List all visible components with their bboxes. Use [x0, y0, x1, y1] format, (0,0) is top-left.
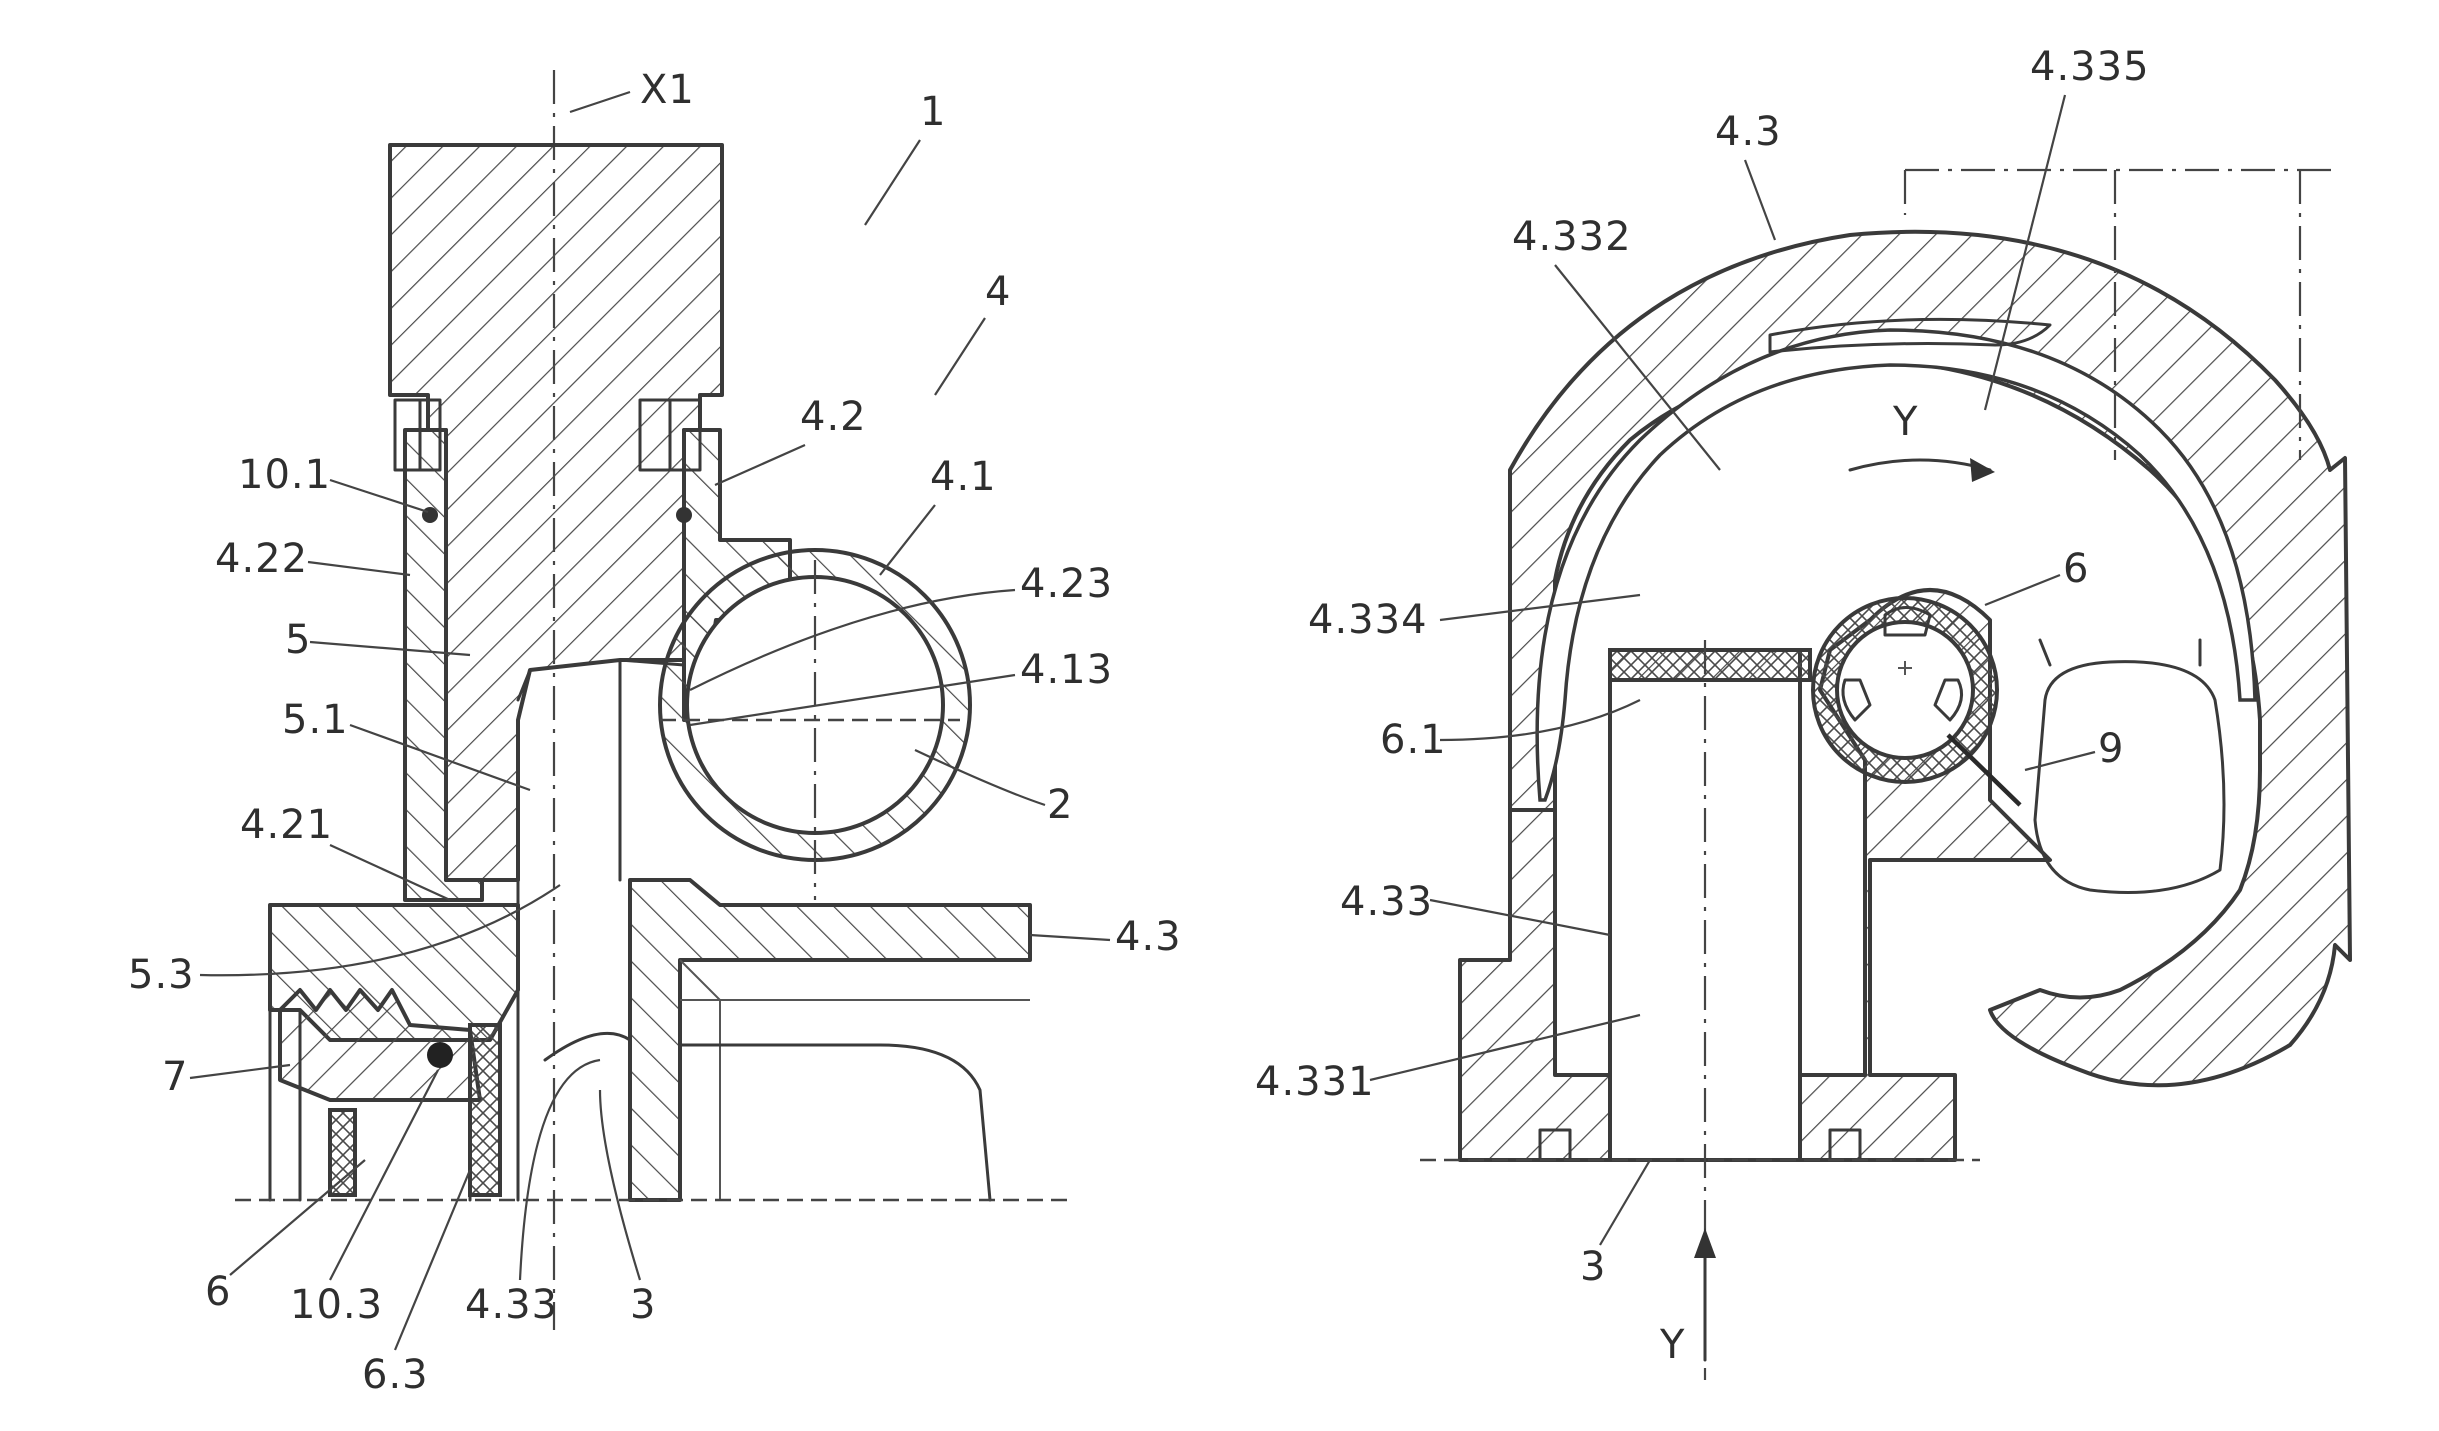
leader-4-1 — [880, 505, 935, 575]
leader-4 — [935, 318, 985, 395]
leader-4-2 — [715, 445, 805, 485]
label-5: 5 — [285, 617, 311, 663]
o-ring-10-1-right — [676, 507, 692, 523]
label-2: 2 — [1047, 782, 1073, 828]
right-figure: 4.335 4.3 4.332 Y 6 4.334 6.1 9 4.33 4.3… — [1255, 44, 2350, 1380]
label-4-3: 4.3 — [1115, 914, 1182, 960]
leader-4-3 — [1030, 935, 1110, 940]
label-5-3: 5.3 — [128, 952, 195, 998]
label-4-334: 4.334 — [1308, 597, 1428, 643]
label-y-section: Y — [1659, 1322, 1685, 1368]
label-10-1: 10.1 — [238, 452, 331, 498]
o-ring-10-3 — [427, 1042, 453, 1068]
section-arrow-head — [1694, 1228, 1716, 1258]
leader-7 — [190, 1065, 290, 1078]
leader-4-3-right — [1745, 160, 1775, 240]
label-3-right: 3 — [1580, 1244, 1606, 1290]
o-ring-10-1-left — [422, 507, 438, 523]
label-4-3-right: 4.3 — [1715, 109, 1782, 155]
leader-6-right — [1985, 575, 2060, 605]
label-9: 9 — [2098, 726, 2124, 772]
flange-inner-line — [680, 960, 1030, 1200]
rotation-arrow-y — [1850, 460, 1990, 470]
label-4-331: 4.331 — [1255, 1059, 1375, 1105]
leader-4-33 — [520, 1060, 600, 1280]
label-4-33: 4.33 — [465, 1282, 558, 1328]
label-6-right: 6 — [2063, 546, 2089, 592]
label-6-3: 6.3 — [362, 1352, 429, 1398]
right-flange — [630, 880, 1030, 1200]
label-6: 6 — [205, 1269, 231, 1315]
channel-curve — [545, 1033, 630, 1060]
leader-6-3 — [395, 1170, 470, 1350]
label-4-21: 4.21 — [240, 802, 333, 848]
left-figure: X1 1 4 10.1 4.22 5 5.1 4.21 5.3 7 6 10.3… — [128, 67, 1182, 1398]
leader-x1 — [570, 92, 630, 112]
label-6-1: 6.1 — [1380, 717, 1447, 763]
label-4-22: 4.22 — [215, 536, 308, 582]
label-1: 1 — [920, 89, 946, 135]
label-5-1: 5.1 — [282, 697, 349, 743]
pocket-9 — [2035, 662, 2224, 893]
label-4-1: 4.1 — [930, 454, 997, 500]
leader-6 — [230, 1160, 365, 1275]
label-4-33-right: 4.33 — [1340, 879, 1433, 925]
label-4-332: 4.332 — [1512, 214, 1632, 260]
label-3: 3 — [630, 1282, 656, 1328]
seal-6 — [330, 1110, 355, 1195]
label-y-rotation: Y — [1892, 399, 1918, 445]
cover-plate-6-1 — [1610, 650, 1810, 680]
label-4-335: 4.335 — [2030, 44, 2150, 90]
label-4-13: 4.13 — [1020, 647, 1113, 693]
label-4-2: 4.2 — [800, 394, 867, 440]
seal-6-3 — [470, 1025, 500, 1195]
label-x1: X1 — [640, 67, 695, 113]
channel-inner — [680, 1045, 990, 1200]
label-7: 7 — [162, 1054, 188, 1100]
rotation-arrow-head — [1970, 458, 1995, 482]
label-4-23: 4.23 — [1020, 561, 1113, 607]
leader-9 — [2025, 752, 2095, 770]
label-4: 4 — [985, 269, 1011, 315]
leader-3-right — [1600, 1160, 1650, 1245]
label-10-3: 10.3 — [290, 1282, 383, 1328]
leader-4-22 — [308, 562, 410, 575]
leader-1 — [865, 140, 920, 225]
